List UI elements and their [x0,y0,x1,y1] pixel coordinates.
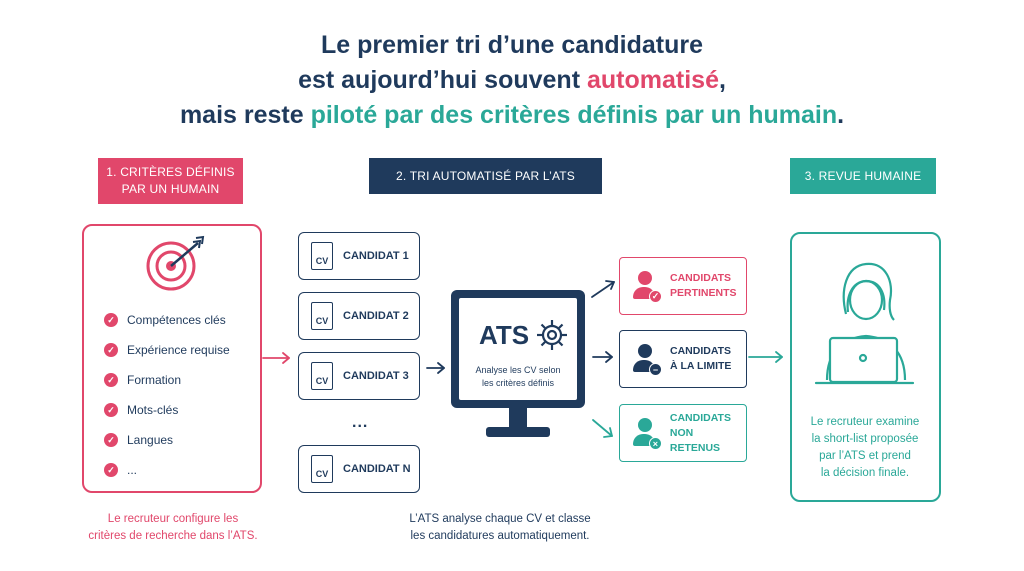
monitor-screen: ATS Analyse les CV selon les critères dé… [459,298,577,400]
step-1-label: 1. CRITÈRES DÉFINIS PAR UN HUMAIN [98,158,243,204]
criteria-item: ✓ Formation [104,365,230,395]
arrow-icon [592,419,613,438]
page-title: Le premier tri d’une candidature est auj… [0,28,1024,133]
ats-caption-line-2: les candidatures automatiquement. [410,530,590,542]
candidates-ellipsis: ... [352,414,369,431]
title-line-2-start: est aujourd’hui souvent [298,66,587,94]
cv-document-icon: CV [311,455,333,483]
result-label-line-1: CANDIDATS [670,272,732,284]
arrow-icon [592,351,613,363]
person-head [638,344,652,358]
result-card-non-retenus: × CANDIDATS NON RETENUS [619,404,747,462]
cv-document-icon: CV [311,302,333,330]
criteria-label: ... [127,463,138,477]
result-label: CANDIDATS NON RETENUS [670,411,746,456]
ats-description: Analyse les CV selon les critères défini… [459,364,577,390]
check-icon: ✓ [104,343,118,357]
review-caption-line-4: la décision finale. [820,467,910,479]
result-card-pertinents: ✓ CANDIDATS PERTINENTS [619,257,747,315]
criteria-label: Expérience requise [127,343,230,357]
title-line-1: Le premier tri d’une candidature [320,31,704,59]
ats-description-line-2: les critères définis [481,378,555,388]
candidate-name: CANDIDAT 2 [343,310,409,322]
step-2-label: 2. TRI AUTOMATISÉ PAR L’ATS [369,158,602,194]
title-line-3: mais reste piloté par des critères défin… [0,98,1024,133]
step-3-label: 3. REVUE HUMAINE [790,158,936,194]
review-panel [790,232,941,502]
title-line-3-end: . [837,101,845,129]
arrow-icon [262,352,290,364]
check-icon: ✓ [104,373,118,387]
ats-description-line-1: Analyse les CV selon [475,365,561,375]
criteria-label: Formation [127,373,182,387]
candidate-name: CANDIDAT N [343,463,411,475]
ats-title: ATS [479,320,530,350]
check-badge-icon: ✓ [649,290,662,303]
criteria-caption: Le recruteur configure les critères de r… [68,511,278,545]
candidate-card-3: CV CANDIDAT 3 [298,352,420,400]
ats-caption-line-1: L’ATS analyse chaque CV et classe [409,513,591,525]
person-icon: ✓ [632,271,662,303]
check-icon: ✓ [104,463,118,477]
result-label: CANDIDATS À LA LIMITE [670,344,731,374]
candidate-name: CANDIDAT 1 [343,250,409,262]
criteria-label: Langues [127,433,174,447]
criteria-item: ✓ Mots-clés [104,395,230,425]
cross-badge-icon: × [648,437,662,450]
candidate-card-n: CV CANDIDAT N [298,445,420,493]
monitor-stand [509,408,527,428]
cv-document-icon: CV [311,242,333,270]
person-icon: − [632,344,662,376]
review-caption-line-2: la short-list proposée [811,433,919,445]
result-label-line-2: À LA LIMITE [670,360,732,372]
candidate-card-1: CV CANDIDAT 1 [298,232,420,280]
arrow-icon [748,351,783,363]
criteria-caption-line-2: critères de recherche dans l’ATS. [88,530,258,542]
ats-caption: L’ATS analyse chaque CV et classe les ca… [380,511,620,545]
person-icon: × [632,418,662,450]
title-line-2-end: , [718,66,726,94]
result-label-line-2: PERTINENTS [670,287,737,299]
criteria-item: ✓ Expérience requise [104,335,230,365]
result-label-line-1: CANDIDATS [670,345,732,357]
criteria-label: Compétences clés [127,313,226,327]
title-highlight-automatise: automatisé [586,66,719,94]
step-1-label-line-1: 1. CRITÈRES DÉFINIS [106,165,235,179]
arrow-icon [426,362,445,374]
criteria-item: ✓ Langues [104,425,230,455]
monitor-icon: ATS Analyse les CV selon les critères dé… [451,290,585,408]
criteria-panel [82,224,262,493]
step-1-label-line-2: PAR UN HUMAIN [121,182,220,196]
arrow-icon [591,280,615,298]
minus-badge-icon: − [649,363,662,376]
title-line-3-start: mais reste [179,101,311,129]
result-label-line-2: NON RETENUS [669,426,721,454]
candidate-card-2: CV CANDIDAT 2 [298,292,420,340]
check-icon: ✓ [104,313,118,327]
person-head [638,418,652,432]
person-head [638,271,652,285]
criteria-label: Mots-clés [127,403,179,417]
criteria-caption-line-1: Le recruteur configure les [107,513,239,525]
result-card-limite: − CANDIDATS À LA LIMITE [619,330,747,388]
review-caption: Le recruteur examine la short-list propo… [795,414,935,482]
cv-document-icon: CV [311,362,333,390]
monitor-base [486,427,550,437]
review-caption-line-1: Le recruteur examine [810,416,920,428]
title-line-2: est aujourd’hui souvent automatisé, [0,63,1024,98]
criteria-list: ✓ Compétences clés ✓ Expérience requise ✓ F… [104,305,230,485]
criteria-item: ✓ Compétences clés [104,305,230,335]
result-label-line-1: CANDIDATS [669,411,731,424]
review-caption-line-3: par l’ATS et prend [819,450,911,462]
result-label: CANDIDATS PERTINENTS [670,271,737,301]
gear-icon [537,320,567,350]
criteria-item: ✓... [104,455,230,485]
title-highlight-pilote: piloté par des critères définis par un h… [310,101,838,129]
check-icon: ✓ [104,433,118,447]
check-icon: ✓ [104,403,118,417]
candidate-name: CANDIDAT 3 [343,370,409,382]
